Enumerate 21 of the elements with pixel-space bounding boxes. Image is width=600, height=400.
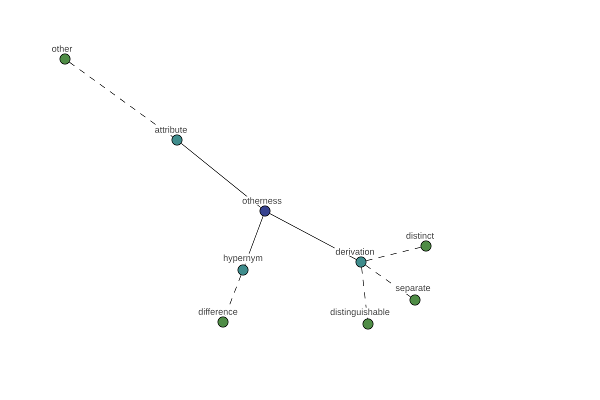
node-label: distinguishable xyxy=(329,308,391,318)
node-circle xyxy=(60,54,70,64)
node-circle xyxy=(410,294,420,306)
node-label: distinct xyxy=(405,231,435,240)
node-label: derivation xyxy=(334,247,376,256)
node-label: otherness xyxy=(241,196,283,205)
connector-line xyxy=(366,246,422,261)
node-label: other xyxy=(50,44,74,53)
connector-line xyxy=(180,143,262,208)
node-circle xyxy=(362,318,374,330)
node-circle xyxy=(420,240,432,252)
node-circle xyxy=(238,264,248,276)
node-label: attribute xyxy=(154,125,188,134)
node-label: hypernym xyxy=(222,254,264,264)
node-label: separate xyxy=(394,284,432,294)
node-circle xyxy=(172,134,182,146)
connector-line xyxy=(69,62,173,138)
node-circle xyxy=(218,316,228,328)
node-circle xyxy=(356,256,366,268)
node-label: difference xyxy=(197,307,239,316)
node-circle xyxy=(260,206,270,216)
